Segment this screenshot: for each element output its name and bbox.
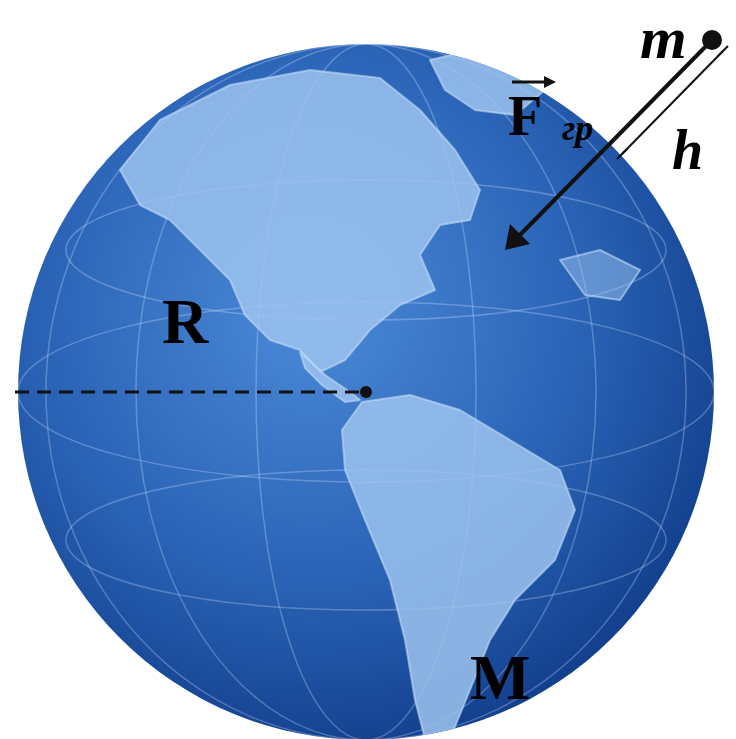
grid-lines — [18, 44, 714, 739]
center-dot — [360, 386, 372, 398]
radius-line — [15, 391, 360, 394]
mass-point — [702, 30, 722, 50]
force-subscript: гр — [562, 110, 593, 146]
height-label: h — [672, 122, 703, 178]
radius-label: R — [162, 290, 208, 354]
mass-planet-label: M — [470, 646, 530, 710]
dimension-tick — [718, 46, 728, 56]
force-label: F — [508, 88, 542, 144]
globe-detail — [18, 44, 714, 739]
dimension-tick — [617, 149, 627, 159]
earth-globe — [18, 44, 714, 739]
vector-sign-head — [544, 76, 556, 88]
force-arrowhead — [505, 224, 530, 250]
mass-label: m — [640, 8, 687, 68]
vector-sign — [512, 81, 548, 84]
gravity-force-arrow — [516, 40, 712, 239]
